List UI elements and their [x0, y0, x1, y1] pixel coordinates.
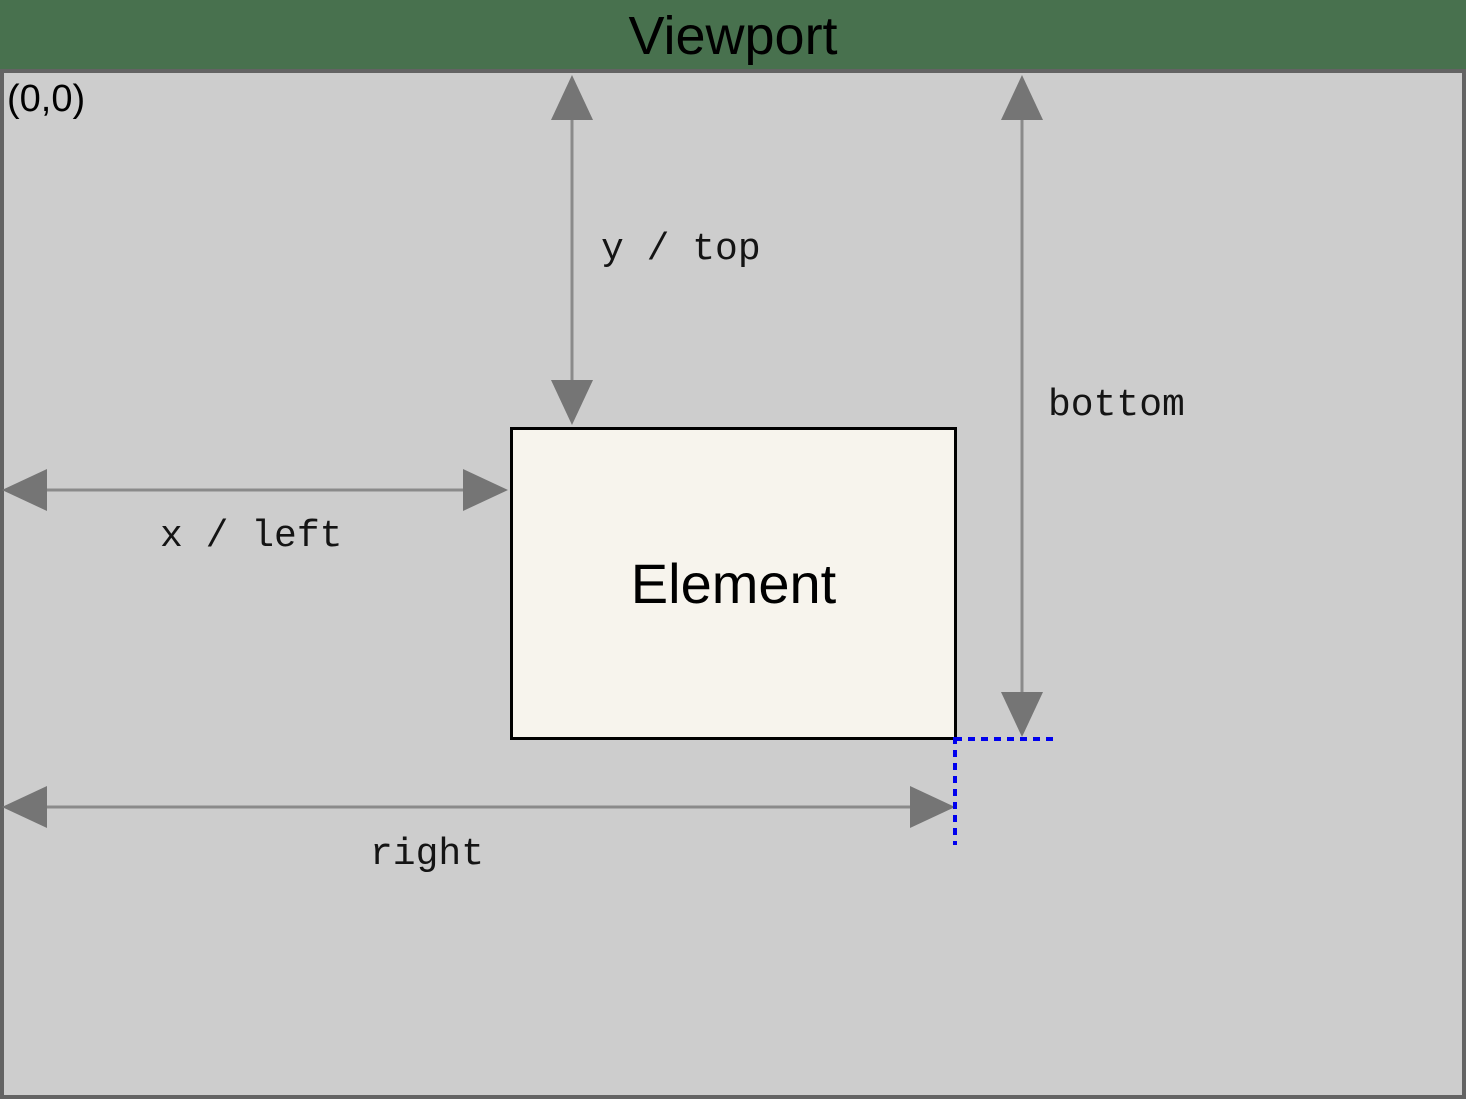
element-label: Element	[630, 552, 837, 615]
right-guide-dashed-line	[953, 737, 957, 845]
right-measure-arrow	[2, 786, 955, 828]
element-box: Element	[510, 427, 957, 740]
left-measure-label: x / left	[160, 515, 343, 558]
origin-label: (0,0)	[7, 78, 86, 120]
bottom-measure-label: bottom	[1048, 384, 1185, 427]
left-measure-arrow	[2, 469, 508, 511]
top-measure-arrow	[551, 75, 593, 425]
top-measure-label: y / top	[601, 228, 761, 271]
bottom-guide-dashed-line	[955, 737, 1059, 741]
diagram-title: Viewport	[628, 6, 838, 66]
right-measure-label: right	[370, 833, 485, 876]
bottom-measure-arrow	[1001, 75, 1043, 737]
